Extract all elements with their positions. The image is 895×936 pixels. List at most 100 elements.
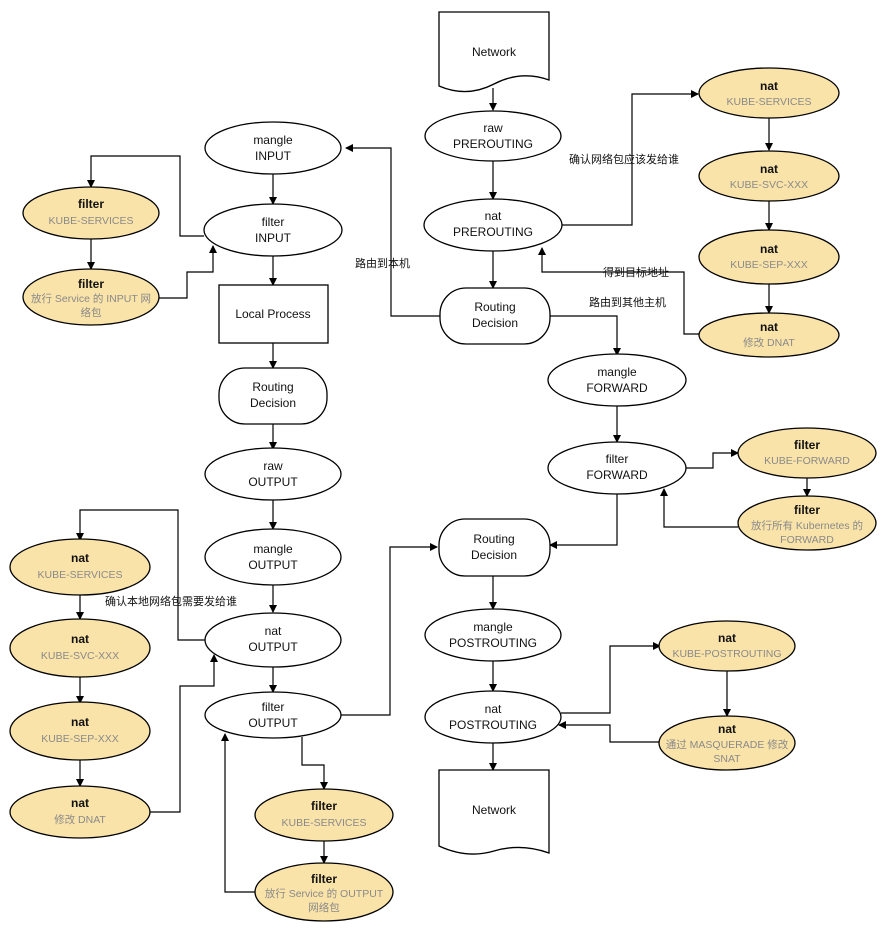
nat-kube-postrouting-node: nat KUBE-POSTROUTING [658,620,796,672]
filter-forward-allow-sub2: FORWARD [780,534,834,546]
nat-kube-svc-left-node: nat KUBE-SVC-XXX [9,618,151,678]
filter-kube-forward-title: filter [794,438,820,452]
edge-input-allow-back [158,245,217,299]
nat-output-line1: nat [265,624,282,638]
nat-dnat-right-sub: 修改 DNAT [743,336,795,349]
routing-top-line2: Decision [472,316,518,330]
filter-kube-services-output-node: filter KUBE-SERVICES [254,788,394,842]
nat-kube-services-right-title: nat [760,79,778,93]
edge-filter-output-to-routing-post [340,543,438,716]
mangle-output-line2: OUTPUT [248,558,298,572]
label-route-local: 路由到本机 [355,256,410,270]
raw-prerouting-line1: raw [483,121,503,135]
filter-output-node: filter OUTPUT [204,691,342,739]
raw-prerouting-line2: PREROUTING [453,137,533,151]
filter-kube-services-output-title: filter [311,799,337,813]
routing-local-line1: Routing [252,380,293,394]
routing-decision-post-node: Routing Decision [438,518,551,577]
nat-kube-svc-right-title: nat [760,162,778,176]
filter-forward-line1: filter [606,452,629,466]
local-process-label: Local Process [235,307,310,321]
network-out-label: Network [472,803,517,817]
mangle-input-line2: INPUT [255,149,292,163]
nat-kube-sep-left-sub: KUBE-SEP-XXX [41,733,119,745]
filter-forward-allow-node: filter 放行所有 Kubernetes 的 FORWARD [737,495,877,551]
mangle-output-node: mangle OUTPUT [204,528,342,586]
nat-kube-postrouting-sub: KUBE-POSTROUTING [672,648,781,660]
nat-kube-postrouting-title: nat [718,631,736,645]
filter-kube-services-input-node: filter KUBE-SERVICES [22,186,160,240]
nat-kube-sep-right-title: nat [760,242,778,256]
nat-kube-services-right-sub: KUBE-SERVICES [727,96,812,108]
edge-filter-input-to-kube-services [87,155,204,237]
nat-kube-sep-right-node: nat KUBE-SEP-XXX [698,229,840,285]
filter-kube-services-input-sub: KUBE-SERVICES [49,215,134,227]
mangle-postrouting-node: mangle POSTROUTING [424,608,562,662]
mangle-output-line1: mangle [253,542,293,556]
filter-input-line2: INPUT [255,231,292,245]
mangle-postrouting-line2: POSTROUTING [449,636,537,650]
edge-labels: 确认网络包应该发给谁 得到目标地址 路由到本机 路由到其他主机 确认本地网络包需… [105,152,679,608]
nat-masquerade-sub2: SNAT [713,753,741,765]
routing-local-line2: Decision [250,396,296,410]
nat-postrouting-line2: POSTROUTING [449,718,537,732]
filter-output-allow-sub1: 放行 Service 的 OUTPUT [265,887,384,900]
nat-masquerade-title: nat [718,722,736,736]
nat-kube-svc-left-sub: KUBE-SVC-XXX [41,650,119,662]
raw-prerouting-node: raw PREROUTING [424,110,562,162]
nat-kube-svc-left-title: nat [71,632,89,646]
nat-kube-services-right-node: nat KUBE-SERVICES [698,67,840,119]
filter-forward-node: filter FORWARD [547,441,687,495]
filter-kube-forward-node: filter KUBE-FORWARD [737,427,877,479]
filter-kube-services-output-sub: KUBE-SERVICES [282,817,367,829]
filter-kube-services-input-title: filter [78,197,104,211]
mangle-forward-line1: mangle [597,365,637,379]
routing-decision-local-node: Routing Decision [218,367,328,425]
edge-output-allow-back [221,733,260,893]
filter-output-line1: filter [262,700,285,714]
filter-input-allow-node: filter 放行 Service 的 INPUT 网 络包 [22,268,160,326]
network-out-node: Network [438,769,550,855]
mangle-postrouting-line1: mangle [473,620,513,634]
filter-forward-allow-title: filter [794,503,820,517]
filter-kube-forward-sub: KUBE-FORWARD [764,455,850,467]
nodes: Network raw PREROUTING nat PREROUTING Ro… [9,11,877,922]
nat-dnat-left-title: nat [71,796,89,810]
edge-masquerade-back-to-nat-post [558,721,660,743]
filter-forward-line2: FORWARD [586,468,648,482]
filter-output-allow-node: filter 放行 Service 的 OUTPUT 网络包 [254,862,394,922]
filter-input-node: filter INPUT [203,203,343,257]
nat-dnat-right-title: nat [760,320,778,334]
edges [76,88,811,893]
nat-dnat-right-node: nat 修改 DNAT [698,312,840,358]
nat-prerouting-line1: nat [485,209,502,223]
nat-kube-svc-right-node: nat KUBE-SVC-XXX [698,150,840,202]
network-in-node: Network [438,11,550,93]
nat-dnat-left-sub: 修改 DNAT [54,813,106,826]
raw-output-line2: OUTPUT [248,475,298,489]
label-confirm-dest: 确认网络包应该发给谁 [569,152,679,166]
nat-kube-services-left-title: nat [71,551,89,565]
filter-output-line2: OUTPUT [248,716,298,730]
routing-post-line2: Decision [471,548,517,562]
network-in-label: Network [472,45,517,59]
routing-post-line1: Routing [473,532,514,546]
nat-kube-sep-left-node: nat KUBE-SEP-XXX [9,701,151,761]
filter-output-allow-title: filter [311,872,337,886]
nat-dnat-left-node: nat 修改 DNAT [9,785,151,839]
raw-output-node: raw OUTPUT [204,447,342,501]
nat-masquerade-node: nat 通过 MASQUERADE 修改 SNAT [658,715,796,771]
filter-forward-allow-sub1: 放行所有 Kubernetes 的 [751,519,863,532]
mangle-input-line1: mangle [253,133,293,147]
nat-kube-sep-left-title: nat [71,715,89,729]
nat-masquerade-sub1: 通过 MASQUERADE 修改 [666,738,789,751]
nat-kube-services-left-node: nat KUBE-SERVICES [9,538,151,596]
nat-prerouting-line2: PREROUTING [453,225,533,239]
routing-decision-top-node: Routing Decision [439,287,551,345]
edge-routing-to-mangle-forward [550,315,621,356]
nat-output-line2: OUTPUT [248,640,298,654]
filter-input-allow-title: filter [78,277,104,291]
filter-input-allow-sub1: 放行 Service 的 INPUT 网 [31,292,151,305]
nat-postrouting-line1: nat [485,702,502,716]
mangle-input-node: mangle INPUT [204,121,342,175]
